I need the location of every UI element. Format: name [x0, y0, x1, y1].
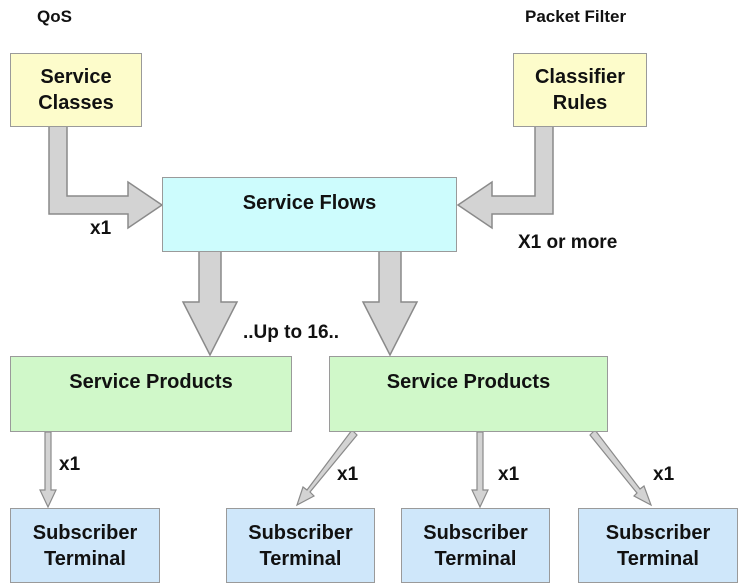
service-classes-line-2: Classes: [38, 90, 114, 116]
arrow-products-to-terminal-3: [472, 432, 488, 507]
subscriber-terminal-4-line-2: Terminal: [606, 546, 710, 572]
service-flows-box: Service Flows: [162, 177, 457, 252]
subscriber-terminal-3: Subscriber Terminal: [401, 508, 550, 583]
arrow-flows-to-products-left: [183, 251, 237, 355]
arrow-classifier-rules-to-flows: [458, 126, 553, 228]
subscriber-terminal-2-line-1: Subscriber: [248, 520, 352, 546]
arrow-products-to-terminal-1: [40, 432, 56, 507]
subscriber-terminal-4: Subscriber Terminal: [578, 508, 738, 583]
arrow-service-classes-to-flows: [49, 126, 162, 228]
subscriber-terminal-2: Subscriber Terminal: [226, 508, 375, 583]
service-products-right-label: Service Products: [387, 369, 550, 395]
arrow-flows-to-products-right: [363, 251, 417, 355]
subscriber-terminal-1: Subscriber Terminal: [10, 508, 160, 583]
service-products-left-box: Service Products: [10, 356, 292, 432]
service-classes-line-1: Service: [38, 64, 114, 90]
service-flows-label: Service Flows: [243, 190, 376, 216]
subscriber-terminal-3-line-1: Subscriber: [423, 520, 527, 546]
subscriber-terminal-3-line-2: Terminal: [423, 546, 527, 572]
x1-label-terminal-3: x1: [498, 464, 519, 486]
x1-label-terminal-2: x1: [337, 464, 358, 486]
subscriber-terminal-2-line-2: Terminal: [248, 546, 352, 572]
arrow-products-to-terminal-4: [590, 430, 651, 505]
classifier-rules-box: Classifier Rules: [513, 53, 647, 127]
packet-filter-header: Packet Filter: [525, 7, 626, 27]
subscriber-terminal-1-line-2: Terminal: [33, 546, 137, 572]
classifier-rules-line-2: Rules: [535, 90, 625, 116]
subscriber-terminal-4-line-1: Subscriber: [606, 520, 710, 546]
x1-or-more-label: X1 or more: [518, 232, 617, 254]
subscriber-terminal-1-line-1: Subscriber: [33, 520, 137, 546]
x1-label-service-classes: x1: [90, 218, 111, 240]
service-products-left-label: Service Products: [69, 369, 232, 395]
x1-label-terminal-4: x1: [653, 464, 674, 486]
x1-label-terminal-1: x1: [59, 454, 80, 476]
service-products-right-box: Service Products: [329, 356, 608, 432]
up-to-16-label: ..Up to 16..: [243, 322, 339, 344]
qos-header: QoS: [37, 7, 72, 27]
classifier-rules-line-1: Classifier: [535, 64, 625, 90]
service-classes-box: Service Classes: [10, 53, 142, 127]
